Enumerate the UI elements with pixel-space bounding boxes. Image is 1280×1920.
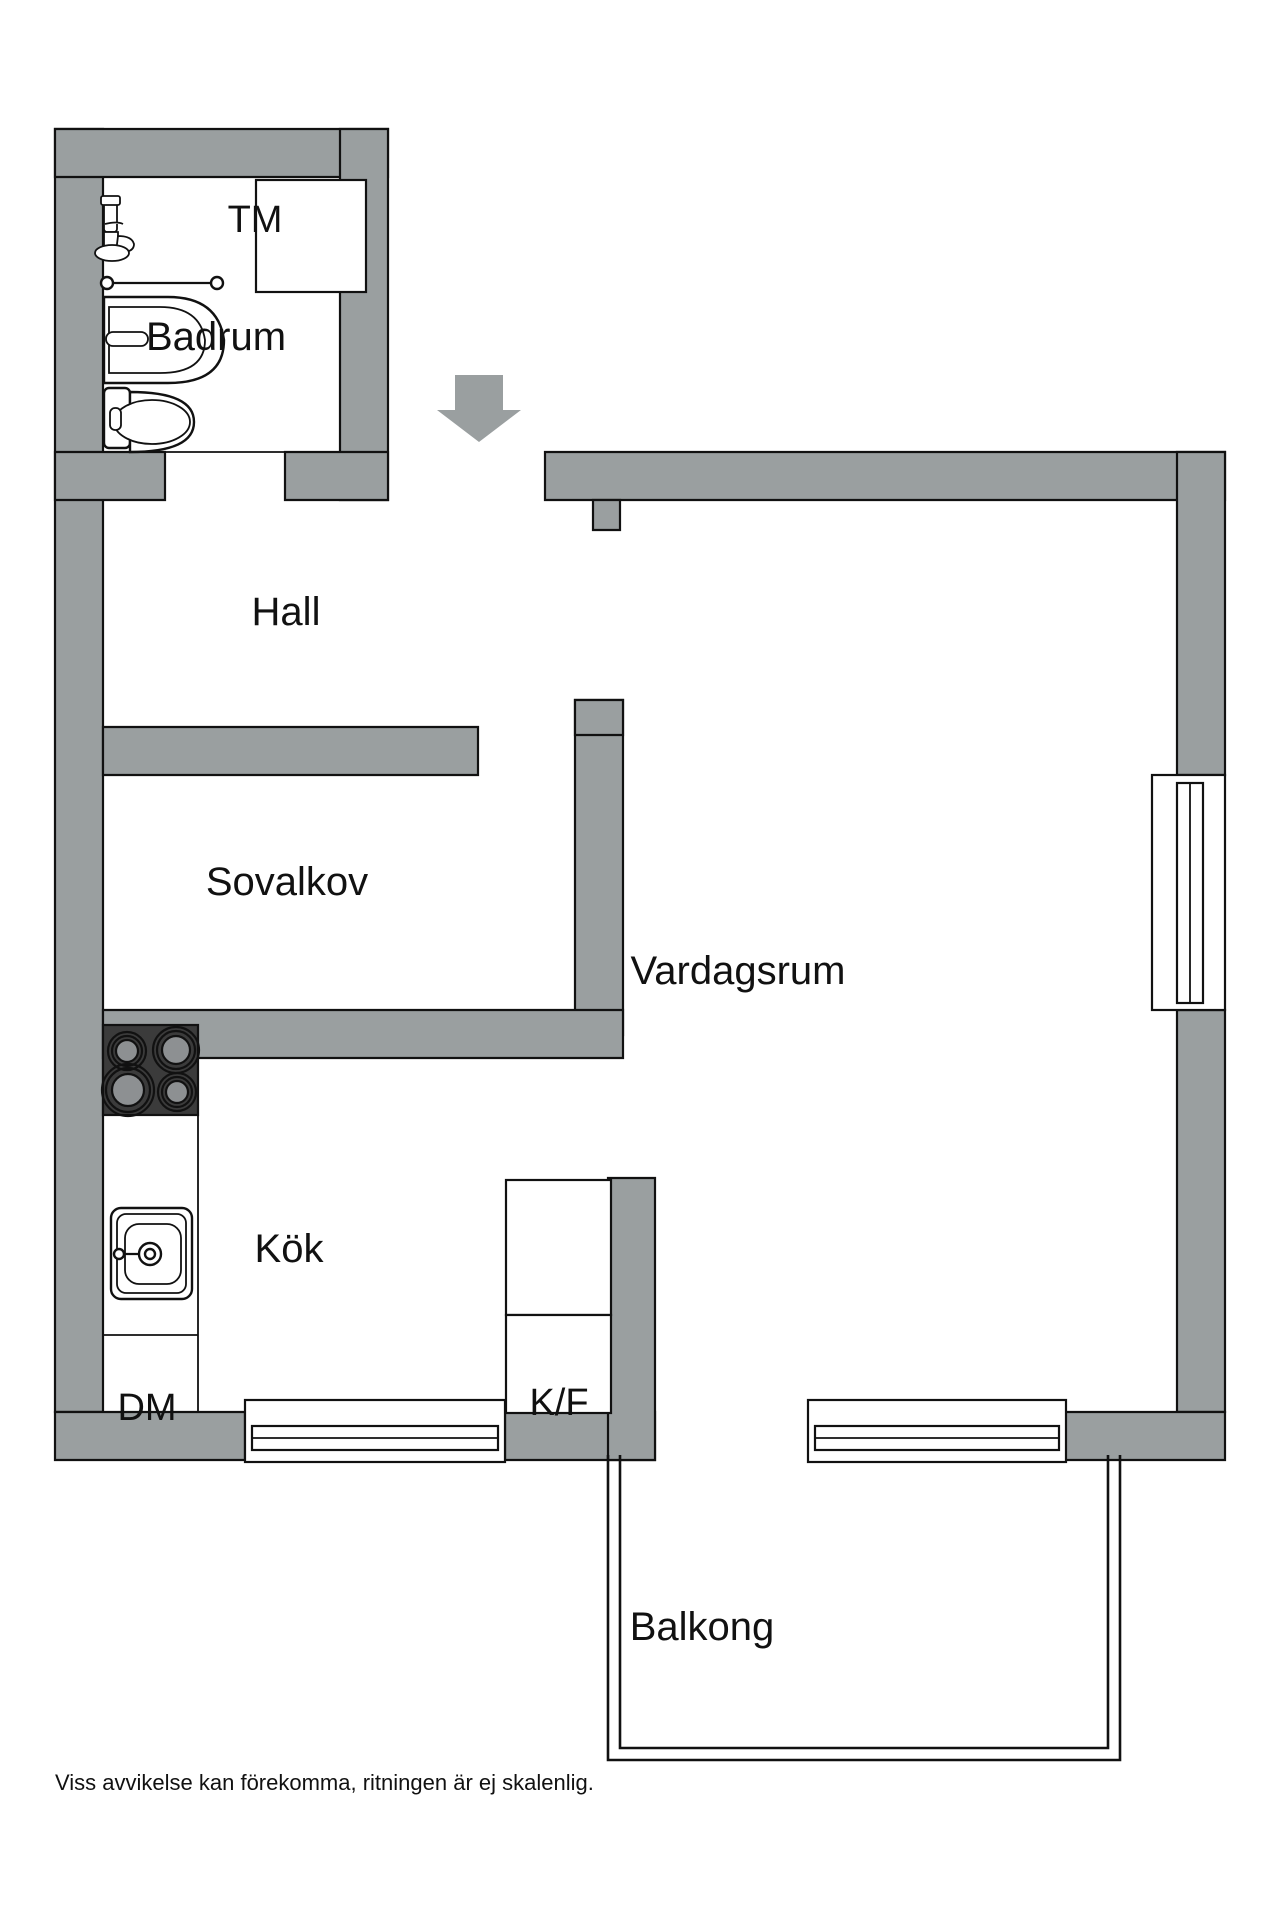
stove-four-burner-icon bbox=[100, 1023, 201, 1118]
interior-thin-lines bbox=[103, 176, 341, 453]
kitchen-sink-icon bbox=[109, 1206, 194, 1301]
room-label-vardagsrum: Vardagsrum bbox=[631, 949, 846, 993]
appliance-label-kf: K/F bbox=[529, 1382, 588, 1424]
wall-exterior-top-right bbox=[543, 450, 1227, 502]
wall-exterior-bottom-right bbox=[1061, 1410, 1227, 1462]
appliance-label-dm: DM bbox=[117, 1387, 176, 1429]
burner-rear-left bbox=[106, 1030, 148, 1072]
labels-group: Badrum Hall Sovalkov Vardagsrum Kök Balk… bbox=[55, 199, 845, 1795]
burner-front-right bbox=[156, 1071, 198, 1113]
openings-group bbox=[243, 375, 1227, 1464]
bathroom-sink-icon bbox=[102, 295, 226, 385]
bathroom-inner-outline bbox=[103, 176, 341, 453]
toilet-icon bbox=[102, 386, 196, 454]
window-living-room-bottom bbox=[806, 1398, 1068, 1464]
wall-entrance-jamb bbox=[591, 498, 622, 532]
wall-hall-bedroom-divider bbox=[101, 725, 480, 777]
wall-exterior-right-lower bbox=[1175, 1008, 1227, 1414]
entrance-direction-arrow bbox=[437, 375, 521, 442]
wall-bathroom-bottom bbox=[283, 450, 390, 502]
wall-group bbox=[53, 127, 1227, 1462]
room-label-badrum: Badrum bbox=[146, 315, 286, 359]
appliance-label-tm: TM bbox=[228, 199, 283, 241]
window-living-room-right bbox=[1150, 773, 1227, 1012]
balcony-outline bbox=[606, 1455, 1122, 1762]
washing-machine-box bbox=[254, 178, 368, 294]
room-label-hall: Hall bbox=[252, 590, 321, 634]
wall-bathroom-top bbox=[53, 127, 390, 179]
wall-bedroom-right bbox=[573, 698, 625, 1037]
wall-bathroom-bottom-left-stub bbox=[53, 450, 167, 502]
room-label-balkong: Balkong bbox=[630, 1605, 775, 1649]
bathroom-fixtures bbox=[94, 178, 368, 454]
wall-kitchen-right bbox=[606, 1176, 657, 1462]
wall-exterior-right-upper bbox=[1175, 450, 1227, 777]
disclaimer-note: Viss avvikelse kan förekomma, ritningen … bbox=[55, 1770, 594, 1795]
window-kitchen-bottom bbox=[243, 1398, 507, 1464]
wall-exterior-left bbox=[53, 127, 105, 1414]
fridge-box bbox=[504, 1178, 613, 1317]
freezer-box bbox=[504, 1313, 613, 1415]
room-label-sovalkov: Sovalkov bbox=[206, 860, 368, 904]
shower-mixer-icon bbox=[94, 195, 135, 262]
room-label-kok: Kök bbox=[255, 1227, 325, 1271]
wall-bedroom-right-top-tab bbox=[573, 698, 625, 737]
burner-front-left bbox=[100, 1062, 156, 1118]
kitchen-fixtures bbox=[100, 1023, 613, 1415]
shower-rail-icon bbox=[99, 275, 225, 291]
